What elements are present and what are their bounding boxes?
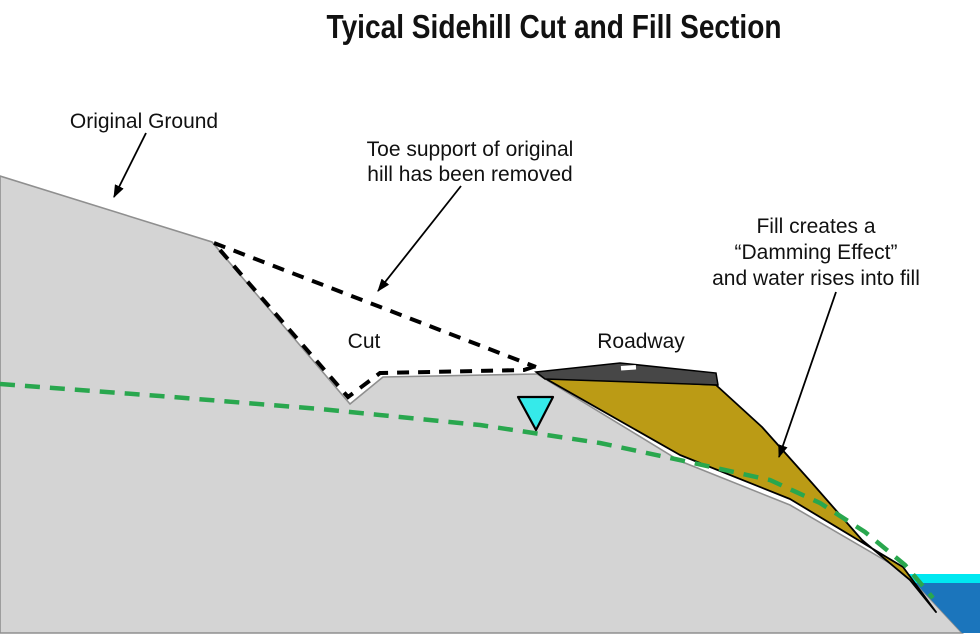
original-ground-arrow [113, 132, 147, 198]
roadway-surface [534, 362, 719, 386]
cut-label: Cut [348, 330, 381, 353]
toe-support-label-line2: hill has been removed [367, 163, 572, 186]
diagram-title: Tyical Sidehill Cut and Fill Section [327, 8, 782, 45]
water-surface-strip [907, 574, 980, 583]
damming-effect-label-line3: and water rises into fill [712, 267, 920, 290]
original-ground-label: Original Ground [70, 110, 218, 133]
damming-effect-label-line1: Fill creates a [756, 215, 875, 238]
roadway-label: Roadway [597, 330, 685, 353]
toe-support-arrow [377, 185, 462, 292]
fill-embankment [542, 375, 937, 613]
water-body [907, 574, 980, 633]
damming-effect-label-line2: “Damming Effect” [735, 241, 898, 264]
water-table-dashed-line [0, 381, 935, 600]
removed-ground-dashed-line [213, 241, 537, 369]
roadway-centerline-marking [620, 364, 637, 371]
cut-face-dashed-line [218, 248, 537, 400]
toe-support-label-line1: Toe support of original [367, 138, 574, 161]
water-table-symbol [516, 395, 555, 432]
damming-effect-arrow [778, 291, 837, 459]
